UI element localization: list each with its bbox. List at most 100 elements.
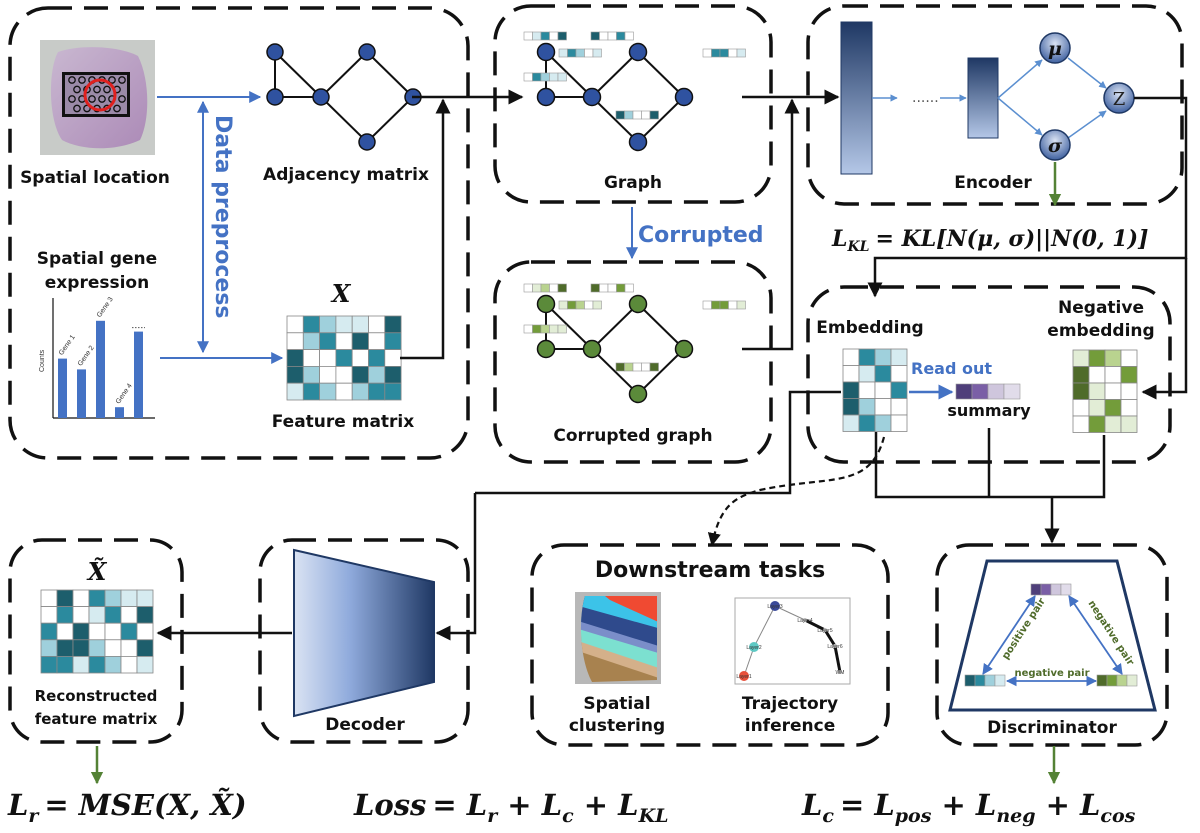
spot-icon bbox=[118, 95, 126, 103]
graph-feature-cell bbox=[616, 31, 626, 41]
negative-matrix-cell bbox=[1072, 349, 1090, 367]
reconstructed-matrix-cell bbox=[72, 606, 90, 624]
trajectory-edge bbox=[833, 645, 842, 673]
reconstructed-matrix-cell bbox=[104, 622, 122, 641]
graph-feature-cell bbox=[649, 110, 659, 120]
embedding-matrix-cell bbox=[842, 348, 860, 366]
graph-feature-cell bbox=[624, 31, 634, 41]
corrupted-graph-feature-cell bbox=[736, 300, 746, 310]
graph-feature-cell bbox=[557, 31, 567, 41]
corrupted-graph-feature-cell bbox=[575, 300, 585, 310]
encoder-layer-1 bbox=[840, 21, 873, 175]
sigma-symbol: σ bbox=[1048, 135, 1063, 157]
feature-matrix bbox=[286, 315, 402, 401]
negative-matrix-cell bbox=[1104, 366, 1122, 384]
reconstructed-matrix bbox=[40, 589, 154, 674]
corrupted-graph-node bbox=[628, 384, 648, 404]
spot-icon bbox=[73, 104, 81, 113]
mu-to-z-arrow bbox=[1067, 57, 1107, 89]
reconstructed-matrix-cell bbox=[88, 656, 106, 674]
graph-feature-cell bbox=[523, 72, 533, 82]
graph-feature-cell bbox=[557, 72, 567, 82]
embedding-matrix-cell bbox=[874, 414, 892, 432]
negative-embedding-matrix bbox=[1072, 349, 1138, 433]
graph-feature-cell bbox=[592, 48, 602, 58]
reconstructed-matrix-cell bbox=[56, 589, 74, 608]
spatial-clustering-image bbox=[575, 592, 661, 684]
corrupted-graph-panel bbox=[493, 260, 773, 464]
feature-matrix-cell bbox=[351, 365, 369, 384]
downstream-title: Downstream tasks bbox=[595, 558, 825, 583]
trajectory-node-label: Layer1 bbox=[736, 674, 752, 680]
to-mu-arrow bbox=[997, 59, 1043, 99]
adjacency-edge bbox=[320, 51, 368, 98]
reconstructed-matrix-cell bbox=[72, 622, 90, 641]
reconstructed-matrix-cell bbox=[136, 606, 154, 624]
trajectory-node bbox=[803, 618, 807, 622]
adjacency-node bbox=[312, 88, 330, 106]
feature-matrix-cell bbox=[351, 349, 369, 367]
feature-matrix-cell bbox=[368, 382, 386, 401]
spot-icon bbox=[88, 95, 96, 103]
feature-matrix-cell bbox=[384, 349, 402, 367]
trajectory-node-label: Layer4 bbox=[797, 618, 813, 624]
spot-icon bbox=[93, 85, 101, 94]
reconstructed-matrix-cell bbox=[56, 606, 74, 624]
trajectory-node bbox=[838, 670, 842, 674]
corrupted-graph-feature-cell bbox=[719, 300, 729, 310]
embedding-matrix-cell bbox=[874, 365, 892, 383]
corrupted-graph-feature-cell bbox=[649, 362, 659, 372]
feature-matrix-cell bbox=[302, 382, 320, 401]
graph-feature-cell bbox=[711, 48, 721, 58]
graph-feature-cell bbox=[728, 48, 738, 58]
reconstructed-matrix-cell bbox=[120, 639, 138, 657]
trajectory-node-label: Layer2 bbox=[746, 645, 762, 651]
reconstructed-matrix-cell bbox=[72, 639, 90, 657]
feature-to-graph-wire bbox=[400, 98, 451, 360]
graph-feature-cell bbox=[736, 48, 746, 58]
negative-matrix-cell bbox=[1104, 349, 1122, 367]
feature-matrix-symbol: X bbox=[330, 279, 352, 308]
total-loss-formula: Loss= Lr + Lc + LKL bbox=[353, 788, 668, 827]
disc-negative-cell bbox=[1096, 674, 1108, 687]
graph-node bbox=[536, 87, 556, 107]
reconstructed-matrix-cell bbox=[56, 639, 74, 657]
embedding-to-downstream-arrow bbox=[707, 436, 886, 547]
graph-edge bbox=[545, 51, 593, 98]
discriminator-shape bbox=[948, 559, 1157, 712]
graph-edge bbox=[637, 51, 685, 98]
reconstructed-matrix-cell bbox=[88, 639, 106, 657]
adjacency-node bbox=[266, 43, 284, 61]
embedding-matrix-cell bbox=[858, 414, 876, 432]
feature-matrix-cell bbox=[302, 365, 320, 384]
reconstructed-matrix-cell bbox=[120, 589, 138, 608]
trajectory-node-label: WM bbox=[836, 670, 845, 676]
corrupted-graph-feature-cell bbox=[616, 283, 626, 293]
summary-cell bbox=[955, 383, 973, 400]
feature-matrix-cell bbox=[368, 365, 386, 384]
reconstructed-matrix-cell bbox=[56, 622, 74, 641]
embedding-matrix-cell bbox=[842, 414, 860, 432]
negative-embedding-label-2: embedding bbox=[1047, 321, 1154, 341]
reconstructed-matrix-cell bbox=[40, 606, 58, 624]
to-discriminator-wire bbox=[874, 428, 1106, 542]
embedding-matrix-cell bbox=[890, 365, 908, 383]
corrupted-graph-feature-cell bbox=[549, 324, 559, 334]
embedding-matrix-cell bbox=[890, 381, 908, 399]
feature-matrix-cell bbox=[286, 315, 304, 334]
adjacency-graph bbox=[266, 43, 422, 151]
negative-matrix-cell bbox=[1072, 399, 1090, 417]
adjacency-edge bbox=[274, 51, 322, 98]
disc-positive-cell bbox=[964, 674, 976, 687]
feature-matrix-cell bbox=[302, 315, 320, 334]
embedding-matrix-cell bbox=[874, 398, 892, 416]
z-to-negative-wire bbox=[1141, 258, 1188, 400]
negative-pair-right-arrow bbox=[1068, 595, 1123, 675]
feature-matrix-cell bbox=[319, 382, 337, 401]
preprocess-panel bbox=[8, 6, 470, 460]
feature-matrix-cell bbox=[335, 365, 353, 384]
corrupted-graph-feature-cell bbox=[549, 283, 559, 293]
gene-bar bbox=[58, 358, 67, 418]
embedding-matrix-cell bbox=[890, 348, 908, 366]
negative-matrix-cell bbox=[1120, 349, 1138, 367]
